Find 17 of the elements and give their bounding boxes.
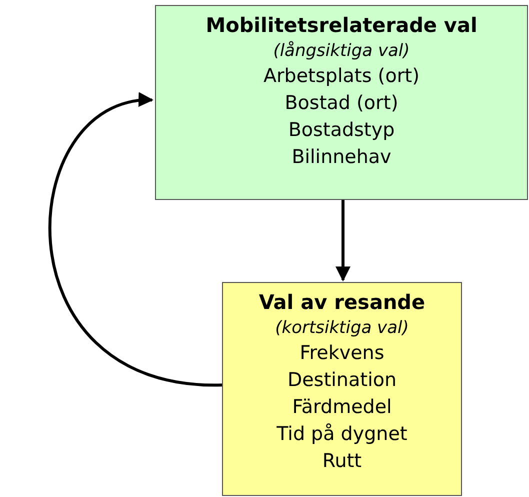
- list-item: Bostadstyp: [287, 118, 396, 143]
- text-box: [155, 5, 528, 200]
- list-item: Frekvens: [298, 341, 386, 366]
- list-item: Arbetsplats (ort): [262, 64, 420, 89]
- list-item: Färdmedel: [291, 395, 393, 420]
- list-item: Bilinnehav: [290, 145, 392, 170]
- list-item: Rutt: [321, 449, 363, 474]
- list-item: Bostad (ort): [284, 91, 400, 116]
- arrow: [49, 94, 222, 386]
- text-box: [222, 282, 462, 496]
- box-subtitle: (kortsiktiga val): [274, 317, 410, 340]
- list-item: Tid på dygnet: [276, 422, 408, 447]
- box-heading: Val av resande: [258, 289, 426, 316]
- box-heading: Mobilitetsrelaterade val: [204, 12, 478, 39]
- list-item: Destination: [286, 368, 398, 393]
- box-subtitle: (långsiktiga val): [272, 40, 411, 63]
- arrow: [336, 200, 350, 282]
